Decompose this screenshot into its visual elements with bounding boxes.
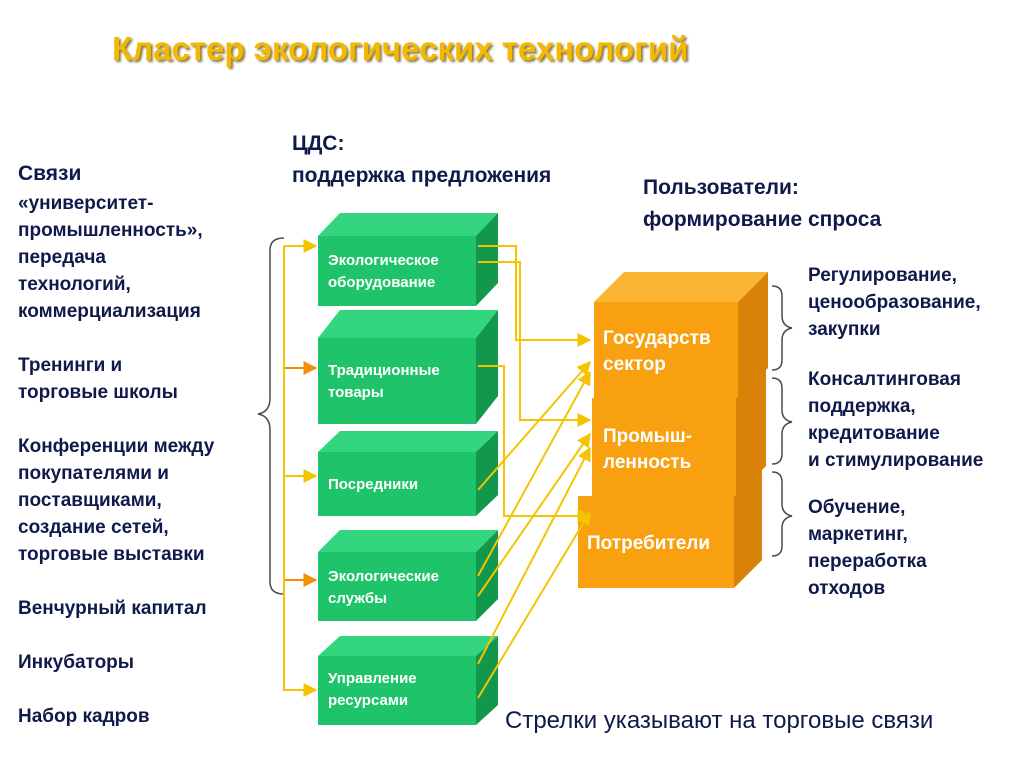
trainings-text-1: Тренинги и [18,355,123,376]
links-text-2: промышленность», [18,220,203,241]
brace-arrows [283,239,318,697]
links-text-1: «университет- [18,193,154,214]
demand-box-industry-label: Промыш-ленность [603,426,693,473]
demand-box-consumers [578,468,762,588]
conferences-text-4: создание сетей, [18,517,169,538]
cds-heading-line1: ЦДС: [292,132,345,155]
cds-heading: ЦДС: поддержка предложения [292,128,551,192]
demand-box-consumers-label: Потребители [587,533,711,554]
links-column: Связи «университет- промышленность», пер… [18,158,214,730]
supply-box-services [318,530,498,621]
users-heading: Пользователи: формирование спроса [643,172,881,236]
links-text-4: технологий, [18,274,131,295]
incubators-text: Инкубаторы [18,652,135,673]
note-consulting: Консалтинговая поддержка, кредитование и… [808,369,984,471]
note-regulation: Регулирование, ценообразование, закупки [808,265,981,340]
users-heading-line2: формирование спроса [643,208,882,231]
demand-box-industry [592,368,766,496]
trade-arrows [477,245,592,699]
left-brace [257,237,285,595]
right-brace-2 [771,377,793,465]
links-text-5: коммерциализация [18,301,201,322]
supply-box-intermediaries-label: Посредники [328,476,419,493]
conferences-text-2: покупателями и [18,463,169,484]
links-text-3: передача [18,247,106,268]
right-brace-3 [771,471,793,557]
page-title: Кластер экологических технологий [112,30,689,67]
conferences-text-3: поставщиками, [18,490,162,511]
demand-box-government [594,272,768,398]
links-heading: Связи [18,162,82,185]
staff-text: Набор кадров [18,706,150,727]
conferences-text-5: торговые выставки [18,544,205,565]
supply-box-equipment [318,213,498,306]
venture-capital-text: Венчурный капитал [18,598,207,619]
users-heading-line1: Пользователи: [643,176,799,199]
trainings-text-2: торговые школы [18,382,178,403]
cds-heading-line2: поддержка предложения [292,164,552,187]
right-brace-1 [771,285,793,371]
supply-box-resources [318,636,498,725]
conferences-text-1: Конференции между [18,436,215,457]
supply-box-intermediaries [318,431,498,516]
note-education: Обучение, маркетинг, переработка отходов [808,497,927,599]
footer-note: Стрелки указывают на торговые связи [505,707,934,734]
